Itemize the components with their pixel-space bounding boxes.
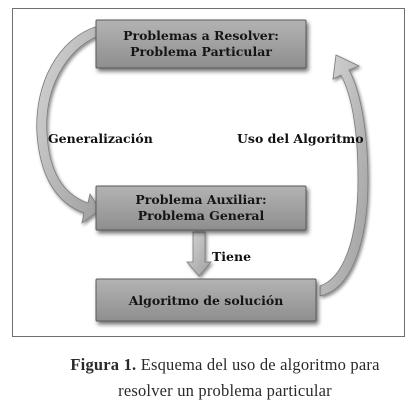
generalization-label: Generalización [48,131,153,146]
problem-to-solve-line2: Problema Particular [130,44,272,59]
caption-line1: Figura 1. Esquema del uso de algoritmo p… [40,352,410,378]
problem-to-solve-line1: Problemas a Resolver: [123,28,279,43]
solution-algorithm-node: Algoritmo de solución [95,278,317,322]
has-label: Tiene [212,249,251,264]
algorithm-use-label: Uso del Algoritmo [237,131,364,146]
solution-algorithm-label: Algoritmo de solución [128,293,284,308]
auxiliary-problem-line1: Problema Auxiliar: [135,192,266,207]
problem-to-solve-node: Problemas a Resolver: Problema Particula… [95,19,307,69]
caption-figure-label: Figura 1. [70,355,137,374]
figure-caption: Figura 1. Esquema del uso de algoritmo p… [40,352,410,404]
auxiliary-problem-node: Problema Auxiliar: Problema General [95,185,307,231]
caption-line1-text: Esquema del uso de algoritmo para [140,355,380,374]
auxiliary-problem-line2: Problema General [138,208,265,223]
has-arrow [186,231,212,277]
algorithm-use-arrow [319,54,369,297]
caption-line2: resolver un problema particular [118,381,332,400]
algorithm-scheme-diagram: Problemas a Resolver: Problema Particula… [12,8,405,337]
